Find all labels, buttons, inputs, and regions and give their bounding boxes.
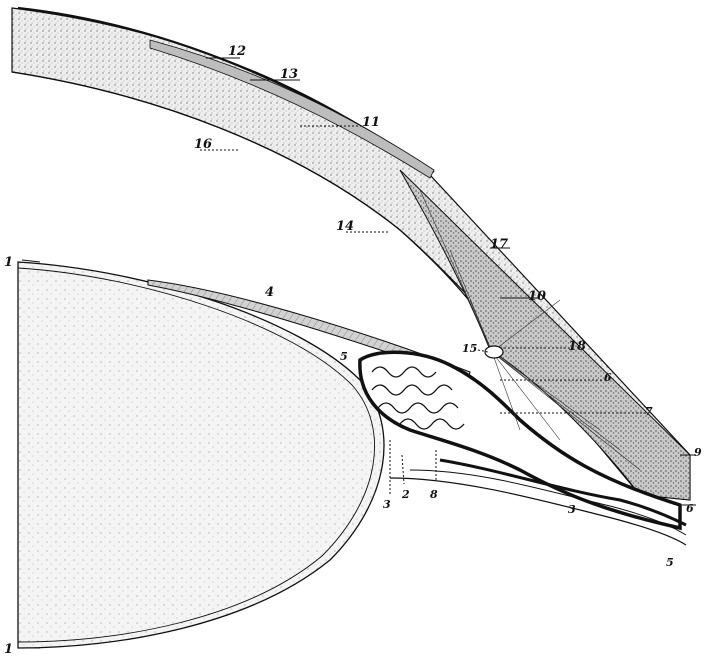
label-6-a: 6	[604, 371, 612, 384]
label-2: 2	[401, 488, 410, 501]
label-6-b: 6	[686, 502, 694, 515]
label-5-a: 5	[340, 350, 348, 363]
label-15: 15	[462, 342, 477, 355]
label-17: 17	[490, 237, 508, 252]
lens	[18, 262, 384, 648]
label-1-bottom: 1	[4, 642, 13, 657]
label-11: 11	[362, 115, 380, 130]
label-14: 14	[336, 219, 354, 234]
label-7: 7	[645, 405, 653, 418]
label-9: 9	[694, 446, 702, 459]
label-12: 12	[228, 44, 246, 59]
label-16: 16	[194, 137, 212, 152]
label-3-a: 3	[383, 498, 391, 511]
label-8: 8	[430, 488, 438, 501]
label-4: 4	[265, 285, 274, 300]
label-10: 10	[528, 289, 546, 304]
label-13: 13	[280, 67, 298, 82]
label-18: 18	[568, 339, 586, 354]
label-5-b: 5	[666, 556, 674, 569]
label-3-b: 3	[568, 503, 576, 516]
label-1-top: 1	[4, 255, 13, 270]
